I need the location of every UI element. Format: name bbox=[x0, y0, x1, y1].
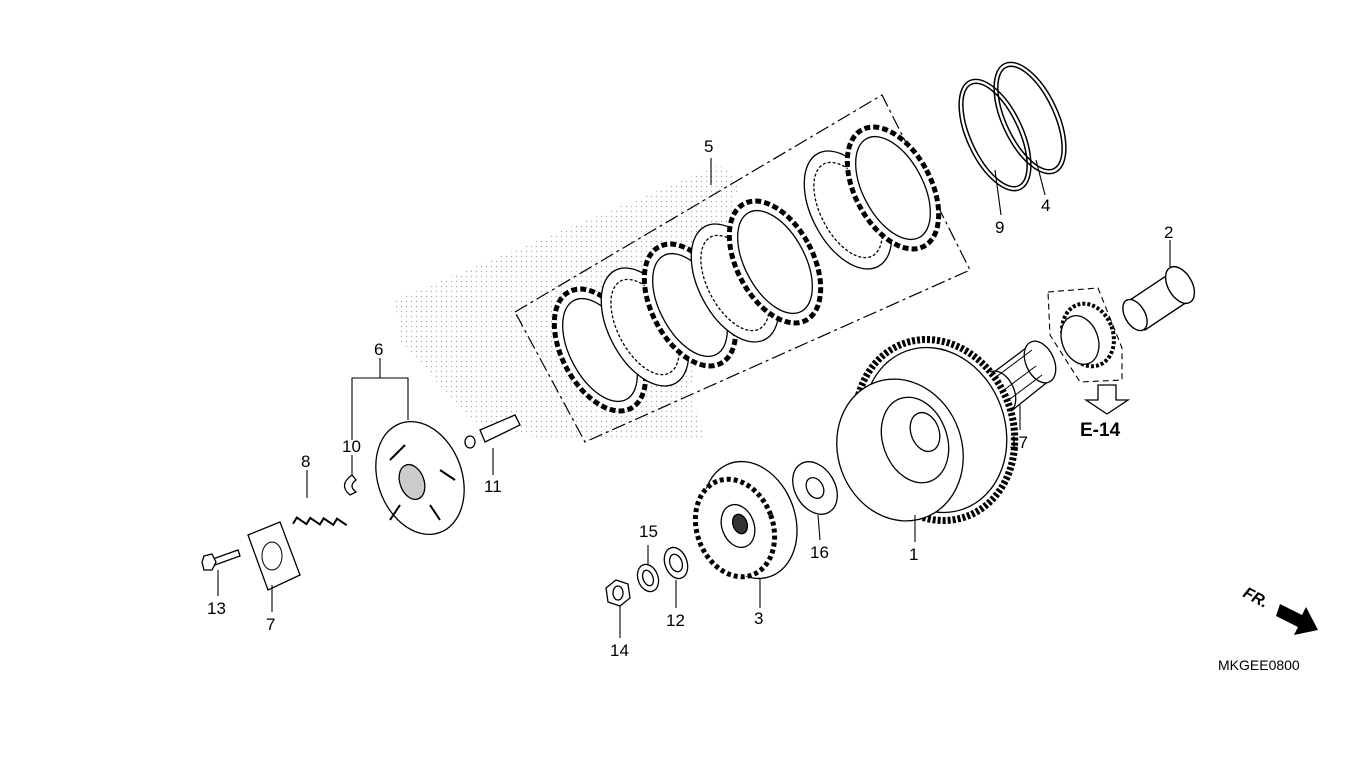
label-8: 8 bbox=[301, 452, 310, 471]
clutch-center-hub bbox=[692, 460, 798, 580]
label-6: 6 bbox=[374, 340, 383, 359]
label-10: 10 bbox=[342, 437, 361, 456]
gear-detail-bracket bbox=[1047, 287, 1123, 383]
reference-label: E-14 bbox=[1080, 420, 1121, 441]
label-7: 7 bbox=[266, 615, 275, 634]
clutch-outer-basket bbox=[836, 336, 1019, 524]
label-1: 1 bbox=[909, 545, 918, 564]
pressure-plate bbox=[375, 420, 465, 536]
front-direction-marker: FR. bbox=[1240, 585, 1318, 635]
washer-12 bbox=[663, 546, 689, 580]
label-14: 14 bbox=[610, 641, 629, 660]
svg-text:FR.: FR. bbox=[1240, 585, 1271, 612]
collar-part bbox=[1122, 265, 1196, 332]
washer-15 bbox=[636, 563, 660, 593]
label-3: 3 bbox=[754, 609, 763, 628]
label-13: 13 bbox=[207, 599, 226, 618]
label-2: 2 bbox=[1164, 223, 1173, 242]
lifter-rod bbox=[464, 414, 521, 449]
clutch-spring bbox=[292, 516, 348, 527]
label-15: 15 bbox=[639, 522, 658, 541]
front-arrow-icon bbox=[1276, 604, 1318, 635]
label-5: 5 bbox=[704, 137, 713, 156]
label-17: 17 bbox=[1009, 433, 1028, 452]
circlip-10 bbox=[343, 474, 358, 496]
snap-rings bbox=[958, 61, 1067, 192]
label-9: 9 bbox=[995, 218, 1004, 237]
lock-nut-14 bbox=[605, 579, 631, 607]
clutch-plates bbox=[551, 124, 942, 414]
label-11: 11 bbox=[484, 477, 502, 496]
diagram-code: MKGEE0800 bbox=[1218, 657, 1300, 673]
washer-16 bbox=[792, 461, 838, 515]
bolt-13 bbox=[201, 549, 241, 571]
leader-lines bbox=[217, 158, 1171, 638]
label-4: 4 bbox=[1041, 196, 1050, 215]
plate-set-bracket bbox=[514, 94, 971, 443]
label-16: 16 bbox=[810, 543, 829, 562]
label-12: 12 bbox=[666, 611, 685, 630]
reference-arrow bbox=[1083, 384, 1131, 415]
lifter-plate-hole bbox=[261, 541, 283, 571]
small-gear bbox=[1060, 301, 1116, 369]
